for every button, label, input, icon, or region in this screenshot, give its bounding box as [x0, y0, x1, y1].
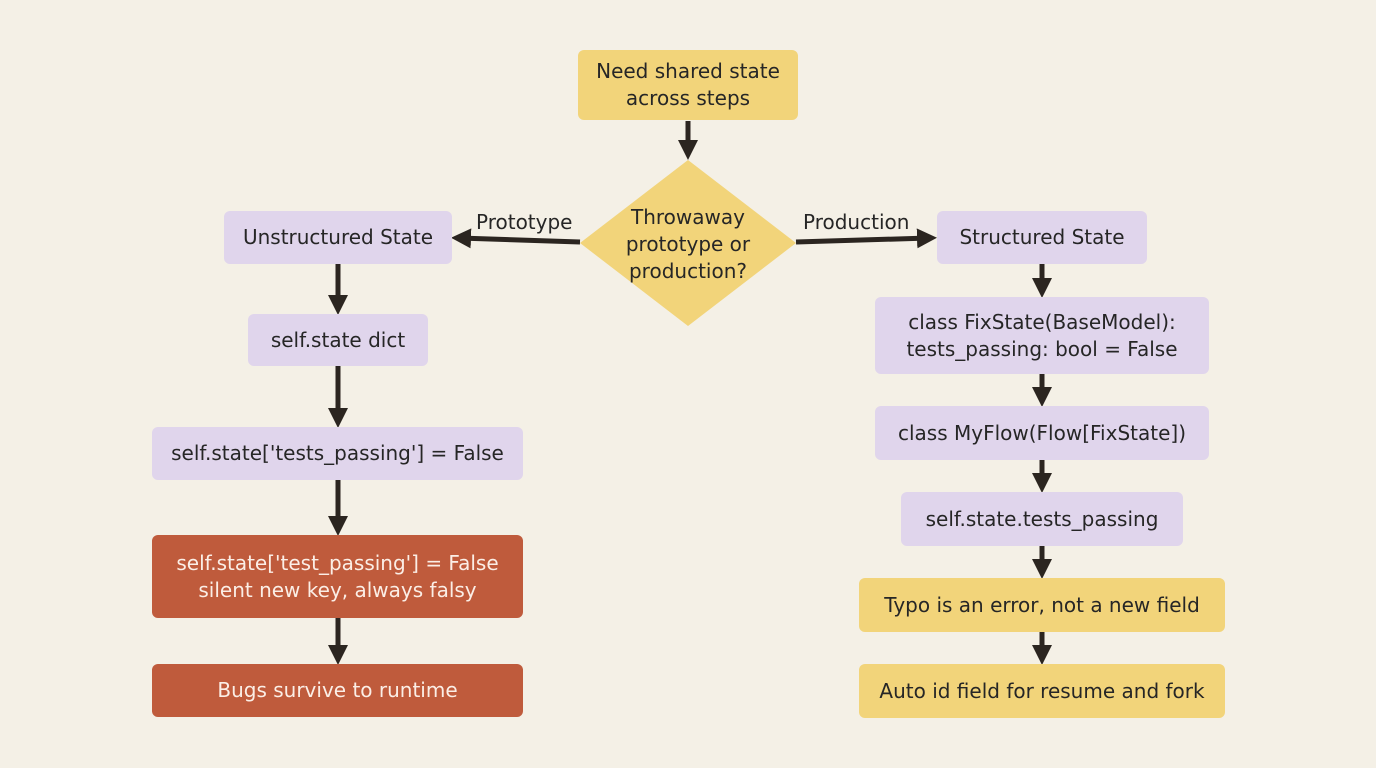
structured-state-node: Structured State: [937, 211, 1147, 264]
fixstate-class-line1: class FixState(BaseModel):: [908, 309, 1176, 334]
typo-key-line1: self.state['test_passing'] = False: [176, 550, 499, 575]
decision-line2: prototype or: [625, 231, 751, 256]
dict-assign-node: self.state['tests_passing'] = False: [152, 427, 523, 480]
auto-id-node: Auto id field for resume and fork: [859, 664, 1225, 718]
fixstate-class-node: class FixState(BaseModel): tests_passing…: [875, 297, 1209, 374]
start-node-line2: across steps: [625, 86, 751, 110]
bugs-runtime-node: Bugs survive to runtime: [152, 664, 523, 717]
unstructured-state-node: Unstructured State: [224, 211, 452, 264]
start-node: Need shared state across steps: [578, 50, 798, 120]
state-dict-node: self.state dict: [248, 314, 428, 366]
myflow-class-node: class MyFlow(Flow[FixState]): [875, 406, 1209, 460]
prototype-edge-label: Prototype: [476, 210, 573, 234]
decision-line3: production?: [628, 258, 747, 283]
typo-key-line2: silent new key, always falsy: [198, 577, 477, 602]
arrow-decision-to-structured: [795, 228, 937, 249]
typo-key-node: self.state['test_passing'] = False silen…: [152, 535, 523, 618]
fixstate-class-line2: tests_passing: bool = False: [906, 336, 1178, 361]
state-access-node: self.state.tests_passing: [901, 492, 1183, 546]
decision-line1: Throwaway: [631, 204, 745, 229]
decision-diamond: [580, 160, 796, 326]
typo-error-node: Typo is an error, not a new field: [859, 578, 1225, 632]
start-node-line1: Need shared state: [596, 59, 780, 83]
arrow-decision-to-unstructured: [451, 228, 581, 249]
decision-node: Throwaway prototype or production?: [604, 202, 772, 286]
production-edge-label: Production: [803, 210, 910, 234]
